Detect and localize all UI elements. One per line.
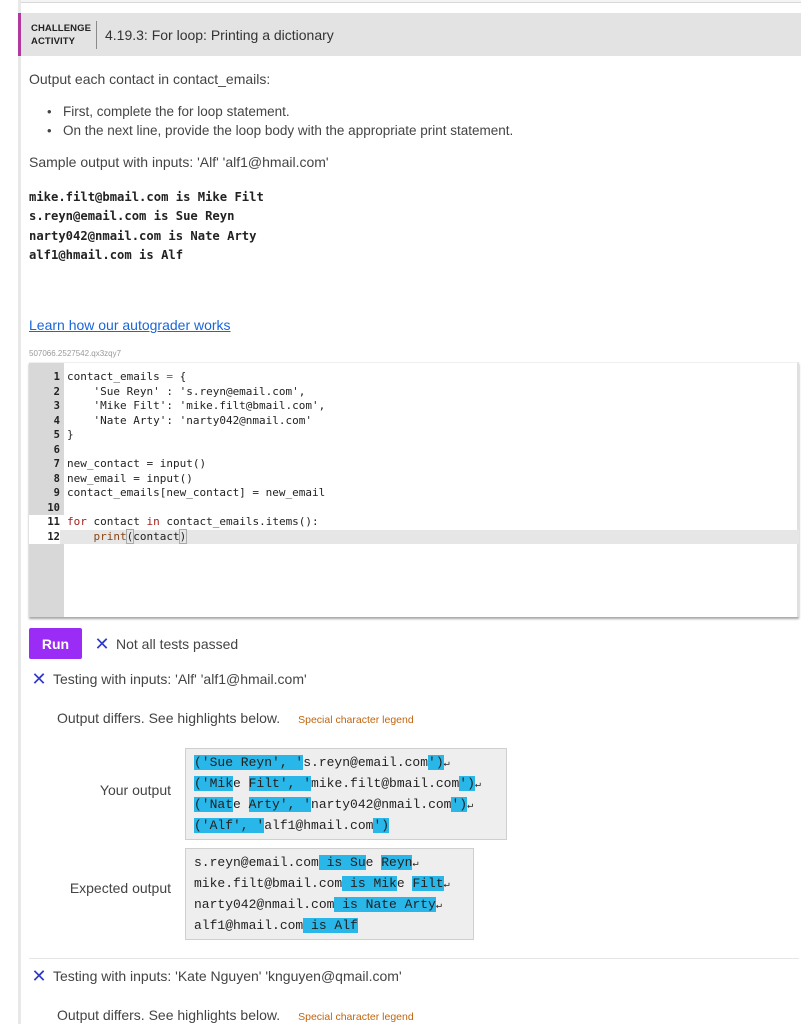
top-rule xyxy=(18,0,801,3)
your-output-line: ('Mike Filt', 'mike.filt@bmail.com')↵ xyxy=(194,776,481,791)
code-editor[interactable]: 1 contact_emails = { 2 'Sue Reyn' : 's.r… xyxy=(29,362,799,617)
keyword-in: in xyxy=(146,515,160,528)
sample-output-line: mike.filt@bmail.com is Mike Filt xyxy=(29,190,264,204)
code-line[interactable]: 4 'Nate Arty': 'narty042@nmail.com' xyxy=(29,414,799,429)
output-differs-text: Output differs. See highlights below. xyxy=(57,1007,281,1023)
sample-output-line: s.reyn@email.com is Sue Reyn xyxy=(29,209,235,224)
line-number: 6 xyxy=(53,443,60,456)
code-text: contact_emails = { xyxy=(67,370,187,383)
code-text: new_contact = input() xyxy=(67,457,207,470)
code-line[interactable]: 8 new_email = input() xyxy=(29,472,799,487)
activity-kind-line1: CHALLENGE xyxy=(31,22,92,34)
code-text: } xyxy=(67,428,74,441)
learn-autograder-link[interactable]: Learn how our autograder works xyxy=(29,317,231,333)
test-result-message: Output differs. See highlights below. Sp… xyxy=(57,1007,414,1023)
code-text: 'Sue Reyn' : 's.reyn@email.com', xyxy=(67,384,306,398)
test-result-header[interactable]: ✕ Testing with inputs: 'Kate Nguyen' 'kn… xyxy=(31,966,402,986)
sample-output-label: Sample output with inputs: 'Alf' 'alf1@h… xyxy=(29,154,329,170)
activity-kind-label: CHALLENGE ACTIVITY xyxy=(31,22,92,48)
code-text: for contact in contact_emails.items(): xyxy=(67,515,319,530)
line-number: 9 xyxy=(53,487,60,499)
instructions-bullets: First, complete the for loop statement. … xyxy=(29,102,513,140)
run-status: ✕ Not all tests passed xyxy=(94,635,238,653)
line-number: 4 xyxy=(53,414,60,427)
code-text: 'Nate Arty': 'narty042@nmail.com' xyxy=(67,413,313,427)
fail-x-icon: ✕ xyxy=(31,669,47,689)
activity-header: CHALLENGE ACTIVITY 4.19.3: For loop: Pri… xyxy=(18,13,801,56)
code-text: print(contact) xyxy=(67,528,188,545)
line-number: 1 xyxy=(53,371,60,383)
run-button[interactable]: Run xyxy=(29,628,82,659)
sample-output: mike.filt@bmail.com is Mike Filt s.reyn@… xyxy=(29,188,264,265)
expected-output-line: narty042@nmail.com is Nate Arty↵ xyxy=(194,897,442,912)
test-inputs-label: Testing with inputs: 'Alf' 'alf1@hmail.c… xyxy=(53,671,307,687)
expected-output-box: s.reyn@email.com is Sue Reyn↵ mike.filt@… xyxy=(185,848,474,940)
test-divider xyxy=(29,958,799,959)
your-output-line: ('Nate Arty', 'narty042@nmail.com')↵ xyxy=(194,797,474,812)
expected-output-label: Expected output xyxy=(69,880,171,896)
test-result-message: Output differs. See highlights below. Sp… xyxy=(57,710,414,726)
builtin-print: print xyxy=(93,529,127,543)
fail-x-icon: ✕ xyxy=(31,966,47,986)
test-inputs-label: Testing with inputs: 'Kate Nguyen' 'kngu… xyxy=(53,968,402,984)
bracket-open: ( xyxy=(125,528,135,544)
line-number: 12 xyxy=(29,529,60,544)
keyword-for: for xyxy=(67,515,87,528)
code-line[interactable]: 11 for contact in contact_emails.items()… xyxy=(29,515,799,530)
run-status-text: Not all tests passed xyxy=(116,635,239,652)
code-line[interactable]: 6 xyxy=(29,443,799,458)
expected-output-line: s.reyn@email.com is Sue Reyn↵ xyxy=(194,855,419,870)
your-output-box: ('Sue Reyn', 's.reyn@email.com')↵ ('Mike… xyxy=(185,748,507,840)
code-line[interactable]: 5 } xyxy=(29,428,799,443)
line-number: 10 xyxy=(47,501,60,514)
output-differs-text: Output differs. See highlights below. xyxy=(57,710,281,726)
code-token: contact xyxy=(133,529,180,543)
code-text: contact_emails[new_contact] = new_email xyxy=(67,486,326,499)
line-number: 3 xyxy=(53,400,60,412)
sample-output-line: alf1@hmail.com is Alf xyxy=(29,247,184,262)
text-cursor xyxy=(186,530,188,543)
fail-x-icon: ✕ xyxy=(94,633,110,654)
line-number: 7 xyxy=(53,458,60,470)
expected-output-line: mike.filt@bmail.com is Mike Filt↵ xyxy=(194,876,450,891)
sample-output-line: narty042@nmail.com is Nate Arty xyxy=(29,228,257,243)
instructions-prompt: Output each contact in contact_emails: xyxy=(29,71,271,87)
code-text: 'Mike Filt': 'mike.filt@bmail.com', xyxy=(67,399,326,412)
line-number: 5 xyxy=(53,429,60,441)
challenge-activity-container xyxy=(18,0,801,1024)
activity-kind-line2: ACTIVITY xyxy=(31,35,76,47)
line-number: 2 xyxy=(53,385,60,398)
code-line[interactable]: 7 new_contact = input() xyxy=(29,457,799,472)
run-row: Run ✕ Not all tests passed xyxy=(29,628,238,659)
bracket-close: ) xyxy=(178,528,188,544)
bullet-item: First, complete the for loop statement. xyxy=(29,102,513,121)
special-character-legend-link[interactable]: Special character legend xyxy=(298,1011,414,1023)
code-token: contact_emails.items(): xyxy=(159,515,319,528)
your-output-label: Your output xyxy=(99,782,171,798)
code-line[interactable]: 3 'Mike Filt': 'mike.filt@bmail.com', xyxy=(29,399,799,414)
line-number: 11 xyxy=(29,515,64,530)
your-output-line: ('Alf', 'alf1@hmail.com') xyxy=(194,818,390,833)
code-line[interactable]: 1 contact_emails = { xyxy=(29,370,799,385)
editor-gutter xyxy=(29,363,64,617)
test-result-header[interactable]: ✕ Testing with inputs: 'Alf' 'alf1@hmail… xyxy=(31,669,307,689)
bullet-item: On the next line, provide the loop body … xyxy=(29,121,513,140)
code-text: new_email = input() xyxy=(67,471,193,485)
special-character-legend-link[interactable]: Special character legend xyxy=(298,714,414,726)
code-id: 507066.2527542.qx3zqy7 xyxy=(29,349,122,358)
expected-output-line: alf1@hmail.com is Alf xyxy=(194,918,358,933)
code-token: contact xyxy=(86,515,147,528)
code-line[interactable]: 9 contact_emails[new_contact] = new_emai… xyxy=(29,486,799,501)
code-line[interactable]: 10 xyxy=(29,501,799,516)
code-indent xyxy=(67,530,94,543)
code-line-active[interactable]: 12 print(contact) xyxy=(29,528,799,545)
activity-title: 4.19.3: For loop: Printing a dictionary xyxy=(105,26,334,43)
header-separator xyxy=(96,20,97,49)
your-output-line: ('Sue Reyn', 's.reyn@email.com')↵ xyxy=(194,755,450,770)
code-line[interactable]: 2 'Sue Reyn' : 's.reyn@email.com', xyxy=(29,385,799,400)
line-number: 8 xyxy=(53,472,60,485)
